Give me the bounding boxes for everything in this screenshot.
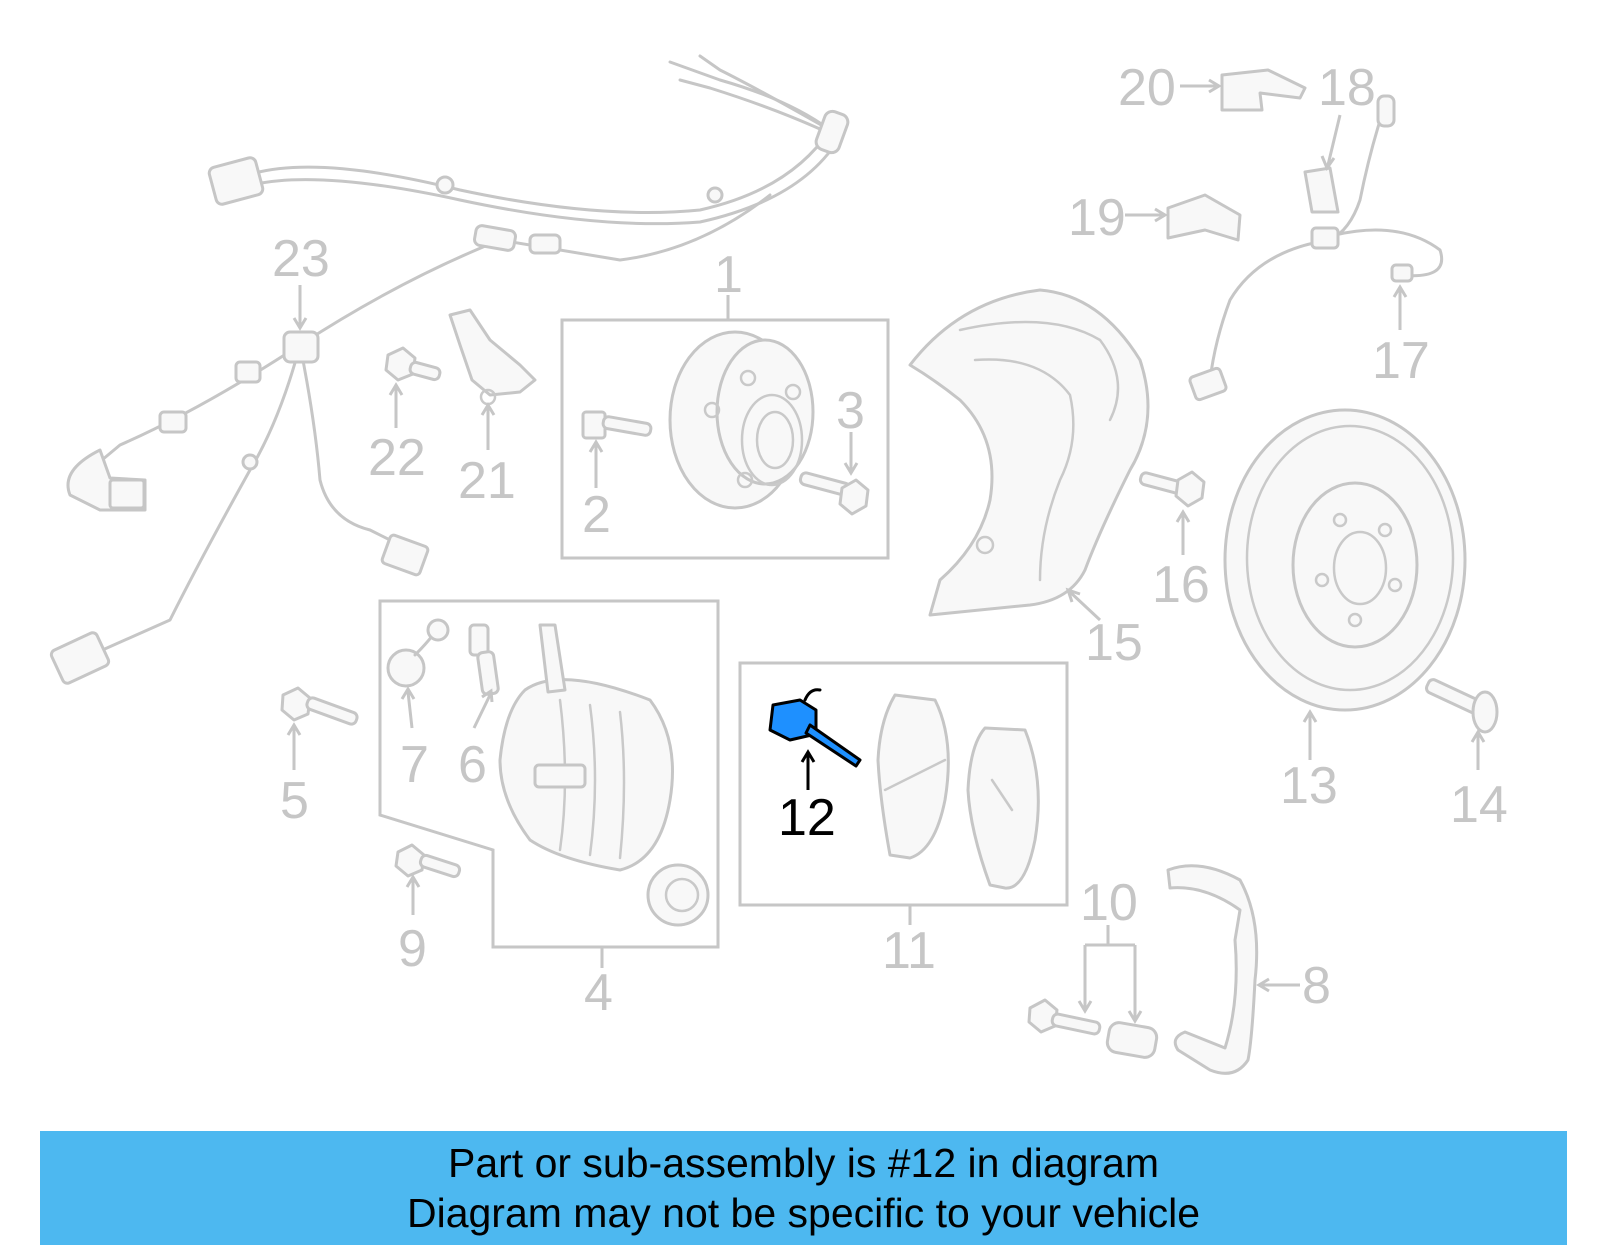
banner-line-2: Diagram may not be specific to your vehi… bbox=[406, 1190, 1200, 1236]
anchor-bracket-8 bbox=[1166, 864, 1259, 1075]
brake-pad-inner bbox=[966, 726, 1040, 890]
bolt-3 bbox=[798, 471, 870, 516]
bolt-16 bbox=[1138, 470, 1206, 508]
leader-lines bbox=[286, 78, 1486, 1024]
guide-bushing-10 bbox=[1105, 1021, 1159, 1059]
label-22: 22 bbox=[368, 429, 426, 487]
caliper-box bbox=[378, 599, 720, 949]
wear-sensor-highlighted bbox=[768, 688, 862, 768]
bracket-19 bbox=[1166, 193, 1242, 242]
wiring-harness bbox=[49, 54, 850, 685]
label-8: 8 bbox=[1302, 957, 1331, 1015]
bolt-9 bbox=[394, 843, 462, 879]
callout-labels: 1 2 3 4 5 6 7 8 9 10 11 12 13 14 15 16 1… bbox=[272, 59, 1508, 1022]
screw-14 bbox=[1424, 678, 1499, 734]
bolt-2 bbox=[581, 410, 653, 440]
label-18: 18 bbox=[1318, 59, 1376, 117]
label-5: 5 bbox=[280, 772, 309, 830]
label-13: 13 bbox=[1280, 757, 1338, 815]
info-banner: Part or sub-assembly is #12 in diagram D… bbox=[40, 1131, 1567, 1245]
label-10: 10 bbox=[1080, 874, 1138, 932]
bearing-box bbox=[560, 318, 890, 560]
label-2: 2 bbox=[582, 486, 611, 544]
bolt-22 bbox=[384, 346, 442, 382]
label-9: 9 bbox=[398, 920, 427, 978]
label-19: 19 bbox=[1068, 189, 1126, 247]
abs-sensor-wire bbox=[1188, 94, 1443, 402]
bolt-5 bbox=[280, 686, 359, 726]
label-6: 6 bbox=[458, 736, 487, 794]
guide-bolt-10 bbox=[1027, 998, 1102, 1036]
wheel-hub-bearing bbox=[668, 330, 815, 510]
label-15: 15 bbox=[1085, 614, 1143, 672]
caliper bbox=[498, 623, 710, 927]
label-1: 1 bbox=[714, 246, 743, 304]
clip-18 bbox=[1303, 166, 1340, 214]
label-7: 7 bbox=[400, 736, 429, 794]
speed-sensor-21 bbox=[448, 308, 537, 406]
brake-pad-outer bbox=[876, 693, 950, 860]
label-23: 23 bbox=[272, 230, 330, 288]
label-20: 20 bbox=[1118, 59, 1176, 117]
label-4: 4 bbox=[584, 964, 613, 1022]
bracket-20 bbox=[1220, 68, 1307, 112]
guide-pin-6 bbox=[468, 623, 500, 696]
banner-line-1: Part or sub-assembly is #12 in diagram bbox=[448, 1140, 1159, 1186]
label-21: 21 bbox=[458, 452, 516, 510]
label-12: 12 bbox=[778, 789, 836, 847]
label-3: 3 bbox=[836, 382, 865, 440]
pads-box bbox=[738, 661, 1069, 907]
label-16: 16 bbox=[1152, 556, 1210, 614]
label-11: 11 bbox=[882, 922, 936, 980]
bleeder-cap-7 bbox=[386, 618, 450, 688]
splash-shield bbox=[908, 288, 1150, 617]
brake-rotor bbox=[1223, 408, 1467, 712]
parts-diagram: 1 2 3 4 5 6 7 8 9 10 11 12 13 14 15 16 1… bbox=[49, 54, 1508, 1075]
label-14: 14 bbox=[1450, 776, 1508, 834]
label-17: 17 bbox=[1372, 332, 1430, 390]
